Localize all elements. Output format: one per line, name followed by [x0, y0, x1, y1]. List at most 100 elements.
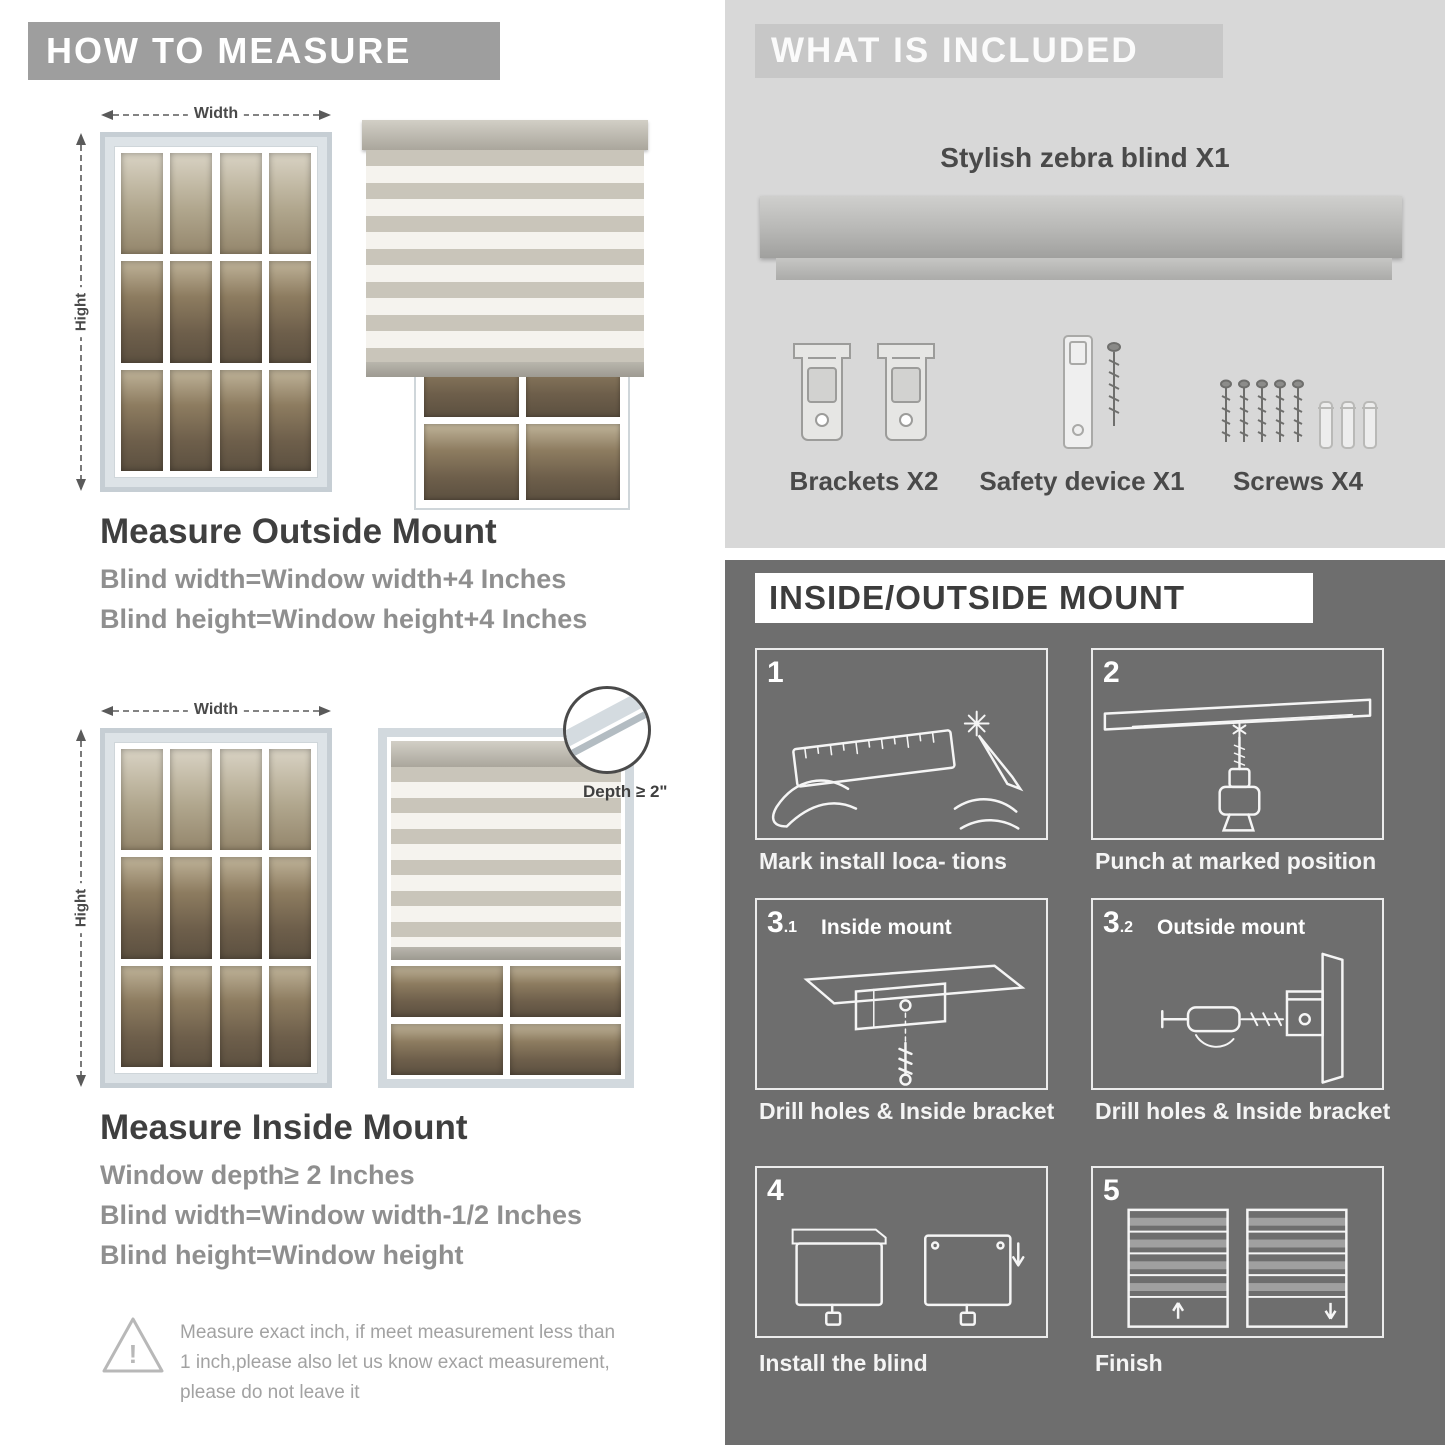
- blind-bottom-rail: [391, 947, 621, 960]
- step-number-main: 5: [1103, 1174, 1120, 1207]
- window-pane: [121, 261, 163, 363]
- step-number-sub: .2: [1119, 919, 1134, 936]
- inside-width-formula: Blind width=Window width-1/2 Inches: [100, 1200, 583, 1230]
- hight-label: Hight: [72, 882, 90, 934]
- step-caption-5: Finish: [1095, 1350, 1163, 1376]
- step-number-main: 2: [1103, 656, 1120, 689]
- window-pane: [391, 966, 503, 1017]
- window-pane: [121, 749, 163, 851]
- screws-illustration: [1218, 376, 1386, 458]
- window-pane: [269, 857, 311, 959]
- safety-device-illustration: [1048, 332, 1138, 456]
- step-box-2: 2: [1091, 648, 1384, 840]
- window-pane: [424, 423, 519, 500]
- window-pane: [170, 153, 212, 255]
- window-sash-right: [220, 153, 311, 471]
- safety-device-icon: [1063, 335, 1121, 449]
- inside-height-formula: Blind height=Window height: [100, 1240, 464, 1270]
- step-box-5: 5: [1091, 1166, 1384, 1338]
- headrail-valance: [776, 258, 1392, 280]
- how-to-measure-banner: HOW TO MEASURE: [28, 22, 500, 80]
- window-pane: [121, 369, 163, 471]
- zebra-blind-inside-illustration: [378, 728, 634, 1088]
- blind-bottom-rail: [366, 362, 644, 377]
- window-pane: [220, 153, 262, 255]
- window-sash-left: [121, 749, 212, 1067]
- inside-depth-line: Window depth≥ 2 Inches: [100, 1160, 415, 1190]
- step-box-3-2: 3.2 Outside mount: [1091, 898, 1384, 1090]
- window-pane: [170, 749, 212, 851]
- step-caption-3-2: Drill holes & Inside bracket: [1095, 1098, 1391, 1124]
- step-number: 3.2: [1103, 906, 1133, 940]
- what-is-included-title: WHAT IS INCLUDED: [771, 31, 1139, 70]
- window-pane: [269, 965, 311, 1067]
- window-pane: [269, 749, 311, 851]
- blind-headrail: [362, 120, 648, 150]
- window-pane: [121, 153, 163, 255]
- headrail-illustration: [760, 196, 1402, 280]
- window-pane: [170, 261, 212, 363]
- brackets-label: Brackets X2: [789, 466, 939, 496]
- width-label: Width: [187, 105, 245, 123]
- window-pane: [121, 965, 163, 1067]
- window-pane: [220, 749, 262, 851]
- zebra-blind-outside-illustration: [362, 120, 648, 510]
- outside-height-arrow: Hight: [72, 132, 90, 492]
- window-pane: [220, 369, 262, 471]
- brackets-illustration: [786, 336, 942, 456]
- warning-triangle-icon: !: [100, 1315, 166, 1377]
- window-pane: [269, 369, 311, 471]
- inside-outside-mount-title: INSIDE/OUTSIDE MOUNT: [769, 579, 1186, 616]
- window-pane: [509, 1024, 621, 1075]
- headrail-bar: [760, 196, 1402, 258]
- depth-label: Depth ≥ 2": [583, 782, 668, 801]
- depth-callout-circle: [563, 686, 651, 774]
- step-number: 2: [1103, 656, 1120, 690]
- step-caption-3-1: Drill holes & Inside bracket: [759, 1098, 1055, 1124]
- warning-text: Measure exact inch, if meet measurement …: [180, 1322, 616, 1403]
- step-box-3-1: 3.1 Inside mount: [755, 898, 1048, 1090]
- how-to-measure-title: HOW TO MEASURE: [46, 30, 412, 71]
- window-pane: [391, 1024, 503, 1075]
- outside-bracket-illustration: [1161, 952, 1344, 1084]
- inside-bracket-illustration: [803, 964, 1026, 1086]
- vertical-arrow-icon: [76, 729, 86, 1087]
- step-number-main: 4: [767, 1174, 784, 1207]
- step-number: 1: [767, 656, 784, 690]
- window-pane: [525, 423, 620, 500]
- hight-label: Hight: [72, 286, 90, 338]
- inside-mount-title: Measure Inside Mount: [100, 1108, 468, 1147]
- window-pane: [509, 966, 621, 1017]
- window-sash-left: [121, 153, 212, 471]
- window-pane: [170, 369, 212, 471]
- window-illustration-inside: [100, 728, 332, 1088]
- inside-height-arrow: Hight: [72, 728, 90, 1088]
- window-pane: [269, 153, 311, 255]
- measure-mark-illustration: [771, 710, 1024, 830]
- step-number-main: 3: [767, 906, 784, 939]
- step-box-1: 1: [755, 648, 1048, 840]
- window-behind-blind: [391, 960, 621, 1075]
- window-pane: [220, 965, 262, 1067]
- screws-label: Screws X4: [1232, 466, 1364, 496]
- warning-exclamation: !: [129, 1339, 138, 1369]
- finish-blinds-illustration: [1127, 1208, 1348, 1328]
- window-pane: [269, 261, 311, 363]
- blind-stripes: [366, 150, 644, 362]
- window-sash-right: [220, 749, 311, 1067]
- step-number-sub: .1: [783, 919, 798, 936]
- what-is-included-banner: WHAT IS INCLUDED: [755, 24, 1223, 78]
- step-box-4: 4: [755, 1166, 1048, 1338]
- step-label: Inside mount: [821, 916, 952, 939]
- step-number: 4: [767, 1174, 784, 1208]
- window-pane: [121, 857, 163, 959]
- screws-icon: [1220, 379, 1378, 449]
- window-sashes: [114, 146, 318, 478]
- window-pane: [170, 857, 212, 959]
- safety-device-label: Safety device X1: [979, 466, 1185, 496]
- step-caption-1: Mark install loca- tions: [759, 848, 1007, 874]
- step-number-main: 3: [1103, 906, 1120, 939]
- step-number: 5: [1103, 1174, 1120, 1208]
- window-pane: [220, 261, 262, 363]
